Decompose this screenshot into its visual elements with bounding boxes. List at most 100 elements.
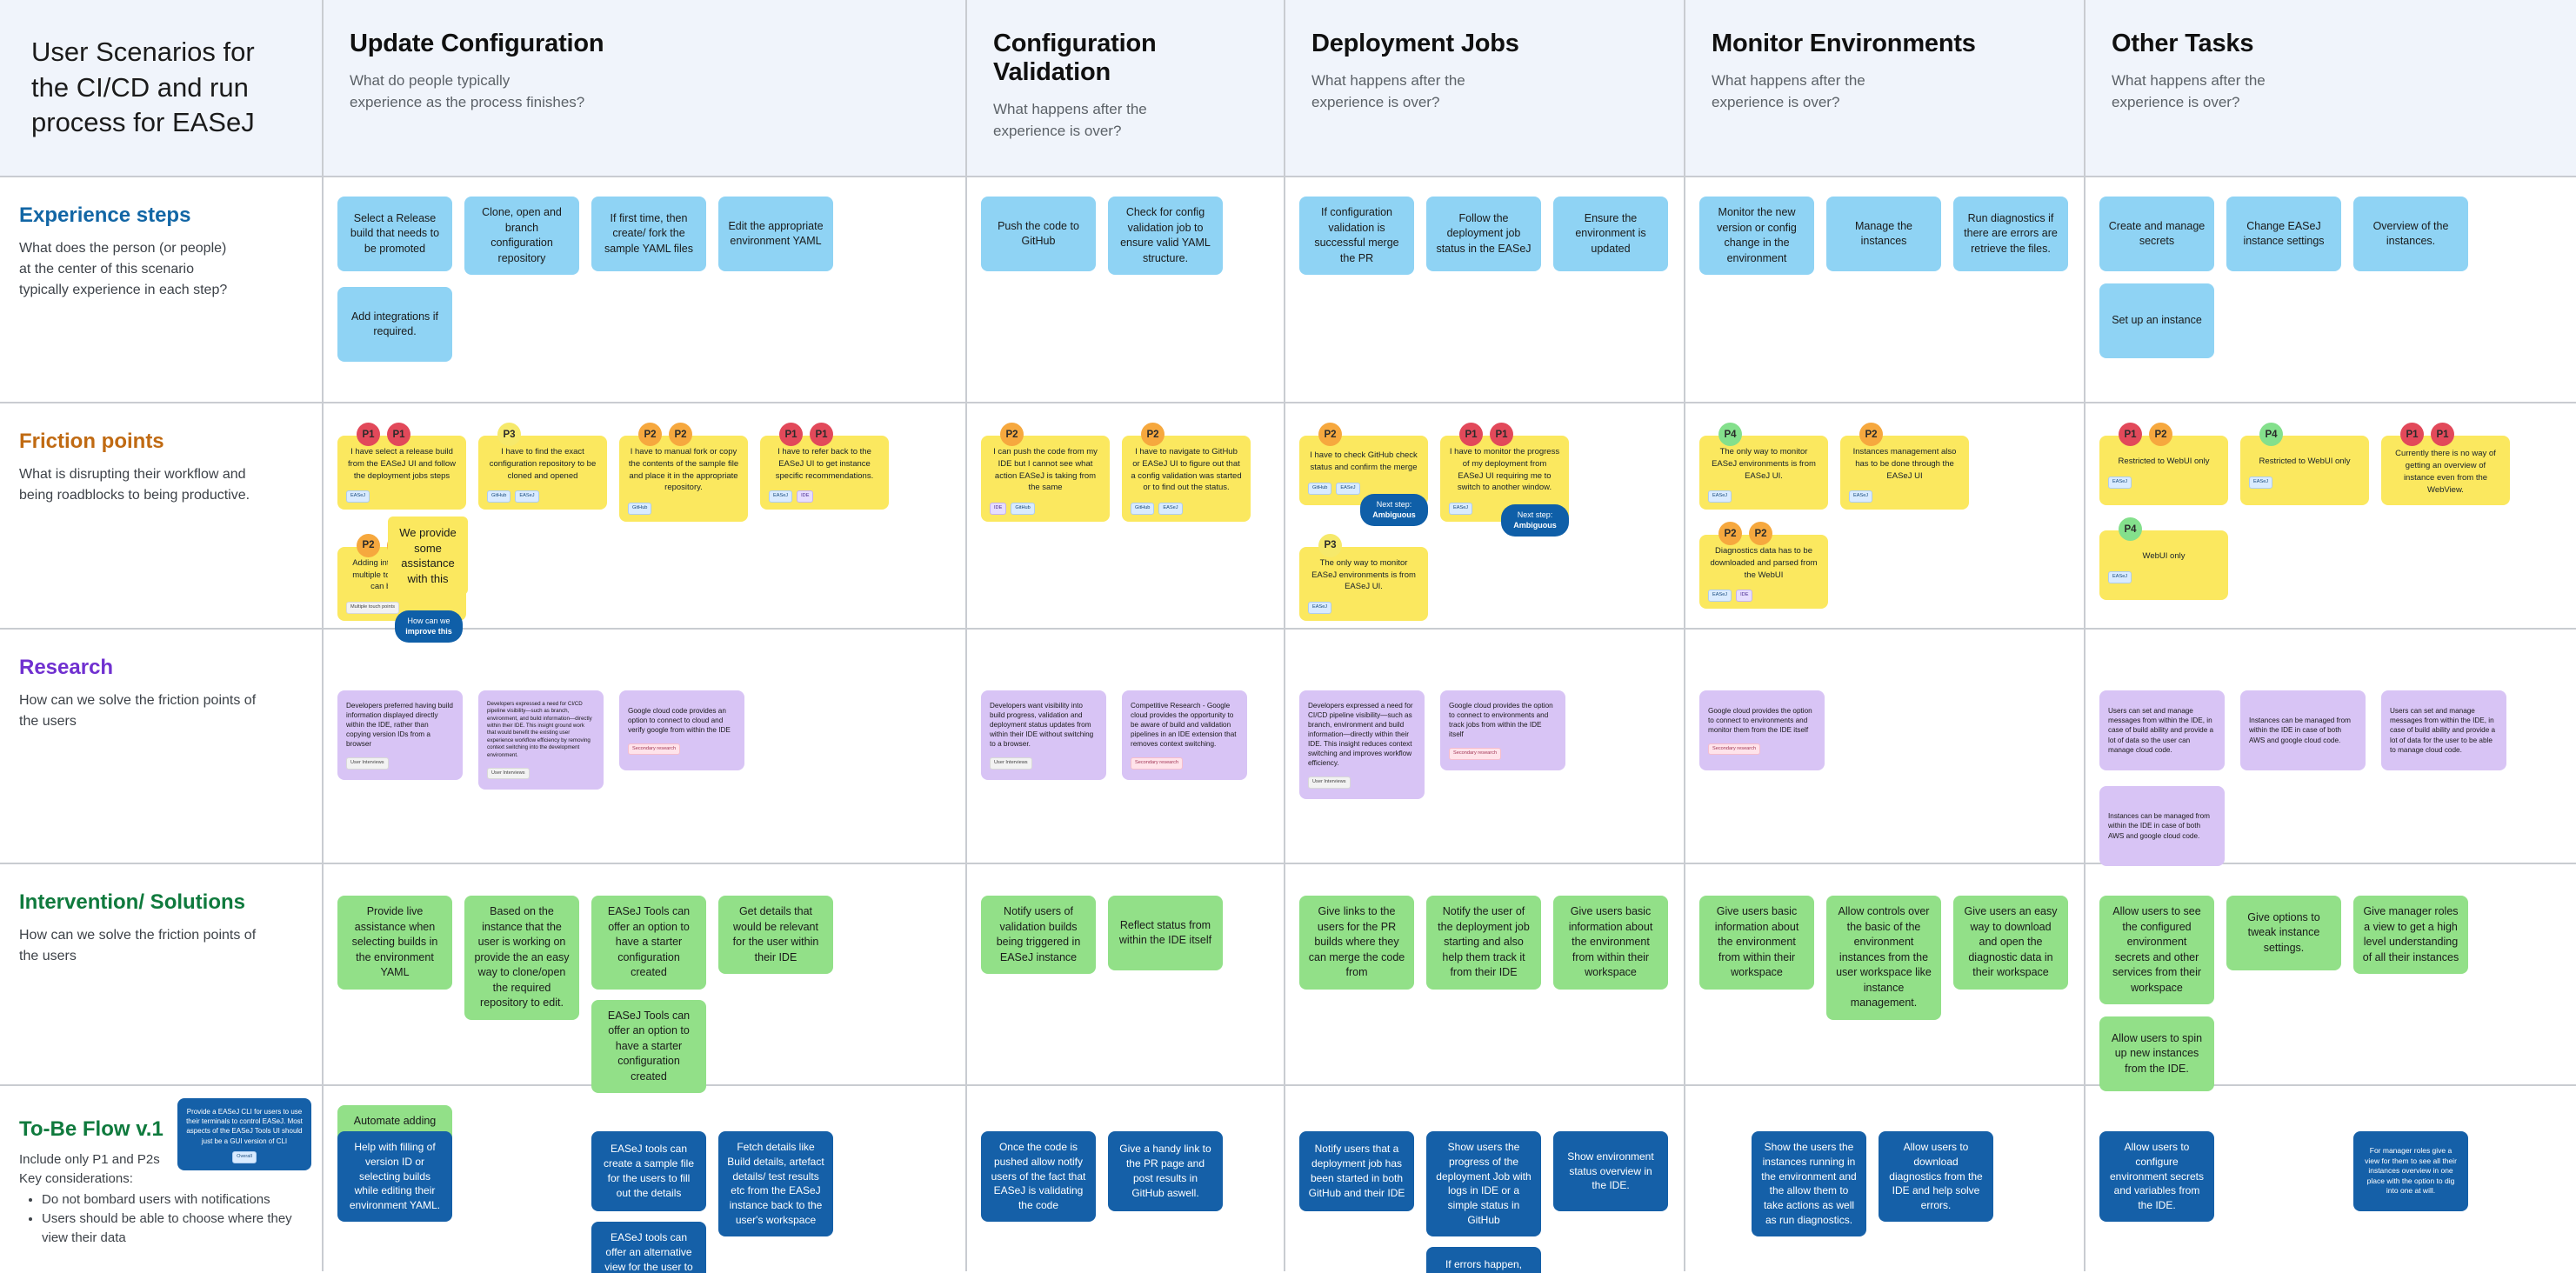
research-note[interactable]: Google cloud code provides an option to … xyxy=(619,690,744,770)
priority-badge[interactable]: P4 xyxy=(2119,517,2142,541)
solution-card[interactable]: Allow users to see the configured enviro… xyxy=(2099,896,2214,1004)
friction-note[interactable]: I can push the code from my IDE but I ca… xyxy=(981,436,1110,522)
friction-note[interactable]: I have to find the exact configuration r… xyxy=(478,436,607,510)
friction-note[interactable]: I have to refer back to the EASeJ UI to … xyxy=(760,436,889,510)
solution-card[interactable]: Notify users of validation builds being … xyxy=(981,896,1096,974)
tobe-card[interactable]: Show the users the instances running in … xyxy=(1752,1131,1866,1236)
tag-github[interactable]: GitHub xyxy=(1011,503,1035,515)
priority-badge[interactable]: P2 xyxy=(1859,423,1883,446)
tag-github[interactable]: GitHub xyxy=(1308,482,1332,495)
experience-step-card[interactable]: Set up an instance xyxy=(2099,283,2214,358)
priority-badge[interactable]: P2 xyxy=(1141,423,1165,446)
tobe-overall-note[interactable]: Provide a EASeJ CLI for users to use the… xyxy=(177,1098,311,1170)
research-note[interactable]: Users can set and manage messages from w… xyxy=(2381,690,2506,770)
priority-badge[interactable]: P1 xyxy=(779,423,803,446)
solution-card[interactable]: EASeJ Tools can offer an option to have … xyxy=(591,999,706,1093)
experience-step-card[interactable]: Check for config validation job to ensur… xyxy=(1108,197,1223,275)
tobe-card[interactable]: Notify users that a deployment job has b… xyxy=(1299,1131,1414,1211)
research-note[interactable]: Developers want visibility into build pr… xyxy=(981,690,1106,780)
friction-note[interactable]: I have to manual fork or copy the conten… xyxy=(619,436,748,522)
priority-badge[interactable]: P1 xyxy=(2431,423,2454,446)
tag-ide[interactable]: IDE xyxy=(990,503,1007,515)
tobe-card[interactable]: For manager roles give a view for them t… xyxy=(2353,1131,2468,1211)
tag-overall[interactable]: Overall xyxy=(232,1150,257,1163)
friction-note[interactable]: WebUI only EASeJ xyxy=(2099,530,2228,600)
priority-badge[interactable]: P3 xyxy=(497,423,521,446)
experience-step-card[interactable]: Clone, open and branch configuration rep… xyxy=(464,197,579,275)
tag-github[interactable]: GitHub xyxy=(628,503,652,515)
experience-step-card[interactable]: Run diagnostics if there are errors are … xyxy=(1953,197,2068,271)
experience-step-card[interactable]: Select a Release build that needs to be … xyxy=(337,197,452,271)
priority-badge[interactable]: P2 xyxy=(1318,423,1342,446)
solution-card[interactable]: Give manager roles a view to get a high … xyxy=(2353,896,2468,974)
solution-card[interactable]: Provide live assistance when selecting b… xyxy=(337,896,452,990)
solution-card[interactable]: Give options to tweak instance settings. xyxy=(2226,896,2341,970)
tag-secondary-research[interactable]: Secondary research xyxy=(1708,743,1761,756)
priority-badge[interactable]: P1 xyxy=(387,423,410,446)
friction-note[interactable]: Instances management also has to be done… xyxy=(1840,436,1969,510)
priority-badge[interactable]: P3 xyxy=(1318,533,1342,557)
tag-github[interactable]: GitHub xyxy=(487,490,511,503)
solution-card[interactable]: Reflect status from within the IDE itsel… xyxy=(1108,896,1223,970)
experience-step-card[interactable]: Overview of the instances. xyxy=(2353,197,2468,271)
friction-note[interactable]: Diagnostics data has to be downloaded an… xyxy=(1699,535,1828,610)
tobe-card[interactable]: If errors happen, share problem solution… xyxy=(1426,1246,1541,1273)
research-note[interactable]: Users can set and manage messages from w… xyxy=(2099,690,2225,770)
research-note[interactable]: Google cloud provides the option to conn… xyxy=(1699,690,1825,770)
priority-badge[interactable]: P1 xyxy=(357,423,380,446)
priority-badge[interactable]: P1 xyxy=(810,423,833,446)
experience-step-card[interactable]: Create and manage secrets xyxy=(2099,197,2214,271)
priority-badge[interactable]: P1 xyxy=(1459,423,1483,446)
experience-step-card[interactable]: Manage the instances xyxy=(1826,197,1941,271)
tag-easej[interactable]: EASeJ xyxy=(2249,476,2273,489)
experience-step-card[interactable]: Ensure the environment is updated xyxy=(1553,197,1668,271)
tag-easej[interactable]: EASeJ xyxy=(346,490,370,503)
solution-card[interactable]: Notify the user of the deployment job st… xyxy=(1426,896,1541,990)
tag-easej[interactable]: EASeJ xyxy=(1308,602,1332,615)
friction-note[interactable]: The only way to monitor EASeJ environmen… xyxy=(1699,436,1828,510)
tobe-card[interactable]: Show environment status overview in the … xyxy=(1553,1131,1668,1211)
solution-card[interactable]: Allow users to spin up new instances fro… xyxy=(2099,1016,2214,1091)
tag-ide[interactable]: IDE xyxy=(797,490,814,503)
solution-card[interactable]: Give users an easy way to download and o… xyxy=(1953,896,2068,990)
tobe-card[interactable]: EASeJ tools can offer an alternative vie… xyxy=(591,1222,706,1273)
experience-step-card[interactable]: Change EASeJ instance settings xyxy=(2226,197,2341,271)
priority-badge[interactable]: P4 xyxy=(2259,423,2283,446)
experience-step-card[interactable]: Follow the deployment job status in the … xyxy=(1426,197,1541,271)
tag-secondary-research[interactable]: Secondary research xyxy=(1449,748,1502,760)
solution-card[interactable]: Get details that would be relevant for t… xyxy=(718,896,833,974)
tag-easej[interactable]: EASeJ xyxy=(1708,490,1732,503)
tobe-card[interactable]: Allow users to download diagnostics from… xyxy=(1879,1131,1993,1222)
priority-badge[interactable]: P4 xyxy=(1718,423,1742,446)
tobe-card[interactable]: Show users the progress of the deploymen… xyxy=(1426,1131,1541,1236)
solution-card[interactable]: EASeJ Tools can offer an option to have … xyxy=(591,896,706,990)
tag-easej[interactable]: EASeJ xyxy=(1158,503,1183,515)
research-note[interactable]: Developers preferred having build inform… xyxy=(337,690,463,780)
experience-step-card[interactable]: Monitor the new version or config change… xyxy=(1699,197,1814,275)
tag-easej[interactable]: EASeJ xyxy=(1708,590,1732,603)
friction-note[interactable]: Currently there is no way of getting an … xyxy=(2381,436,2510,505)
tag-easej[interactable]: EASeJ xyxy=(515,490,539,503)
friction-note[interactable]: I have select a release build from the E… xyxy=(337,436,466,510)
tobe-card[interactable]: Allow users to configure environment sec… xyxy=(2099,1131,2214,1222)
tag-easej[interactable]: EASeJ xyxy=(1449,503,1473,515)
tag-easej[interactable]: EASeJ xyxy=(1336,482,1360,495)
tag-easej[interactable]: EASeJ xyxy=(769,490,793,503)
priority-badge[interactable]: P2 xyxy=(669,423,692,446)
experience-step-card[interactable]: Push the code to GitHub xyxy=(981,197,1096,271)
tag-secondary-research[interactable]: Secondary research xyxy=(1131,757,1184,770)
priority-badge[interactable]: P1 xyxy=(2400,423,2424,446)
tag-user-interviews[interactable]: User Interviews xyxy=(487,767,530,780)
research-note[interactable]: Google cloud provides the option to conn… xyxy=(1440,690,1565,770)
tag-easej[interactable]: EASeJ xyxy=(2108,476,2132,489)
solution-card[interactable]: Give links to the users for the PR build… xyxy=(1299,896,1414,990)
experience-step-card[interactable]: Edit the appropriate environment YAML xyxy=(718,197,833,271)
experience-step-card[interactable]: If configuration validation is successfu… xyxy=(1299,197,1414,275)
priority-badge[interactable]: P2 xyxy=(1718,522,1742,546)
tobe-card[interactable]: EASeJ tools can create a sample file for… xyxy=(591,1131,706,1211)
research-note[interactable]: Instances can be managed from within the… xyxy=(2240,690,2366,770)
experience-step-card[interactable]: Add integrations if required. xyxy=(337,287,452,362)
tag-ide[interactable]: IDE xyxy=(1736,590,1753,603)
research-note[interactable]: Developers expressed a need for CI/CD pi… xyxy=(1299,690,1425,799)
tag-user-interviews[interactable]: User Interviews xyxy=(1308,776,1351,789)
